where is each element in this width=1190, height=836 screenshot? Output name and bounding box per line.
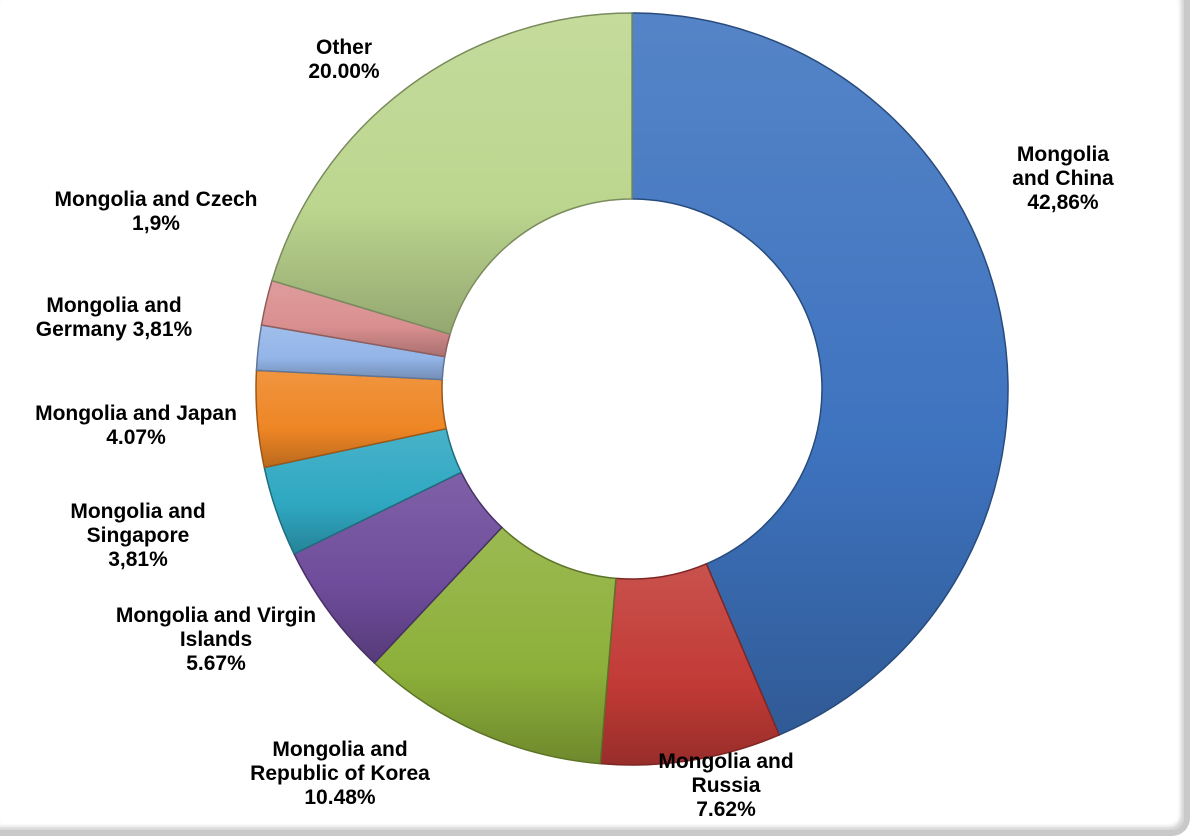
slice-other — [271, 12, 633, 336]
data-label-mongolia-and-japan: Mongolia and Japan 4.07% — [35, 402, 237, 449]
data-label-mongolia-and-china: Mongolia and China 42,86% — [1012, 143, 1114, 214]
data-label-other: Other 20.00% — [308, 36, 380, 83]
data-label-mongolia-and-czech: Mongolia and Czech 1,9% — [54, 188, 258, 235]
data-label-mongolia-and-singapore: Mongolia and Singapore 3,81% — [70, 500, 206, 571]
data-label-mongolia-and-russia: Mongolia and Russia 7.62% — [658, 750, 794, 821]
slices-group — [255, 12, 1009, 766]
data-label-mongolia-and-virgin-islands: Mongolia and Virgin Islands 5.67% — [115, 604, 317, 675]
data-label-mongolia-and-republic-of-korea: Mongolia and Republic of Korea 10.48% — [250, 738, 430, 809]
slice-mongolia-and-china — [631, 12, 1009, 736]
data-label-mongolia-and-germany: Mongolia and Germany 3,81% — [35, 294, 193, 341]
